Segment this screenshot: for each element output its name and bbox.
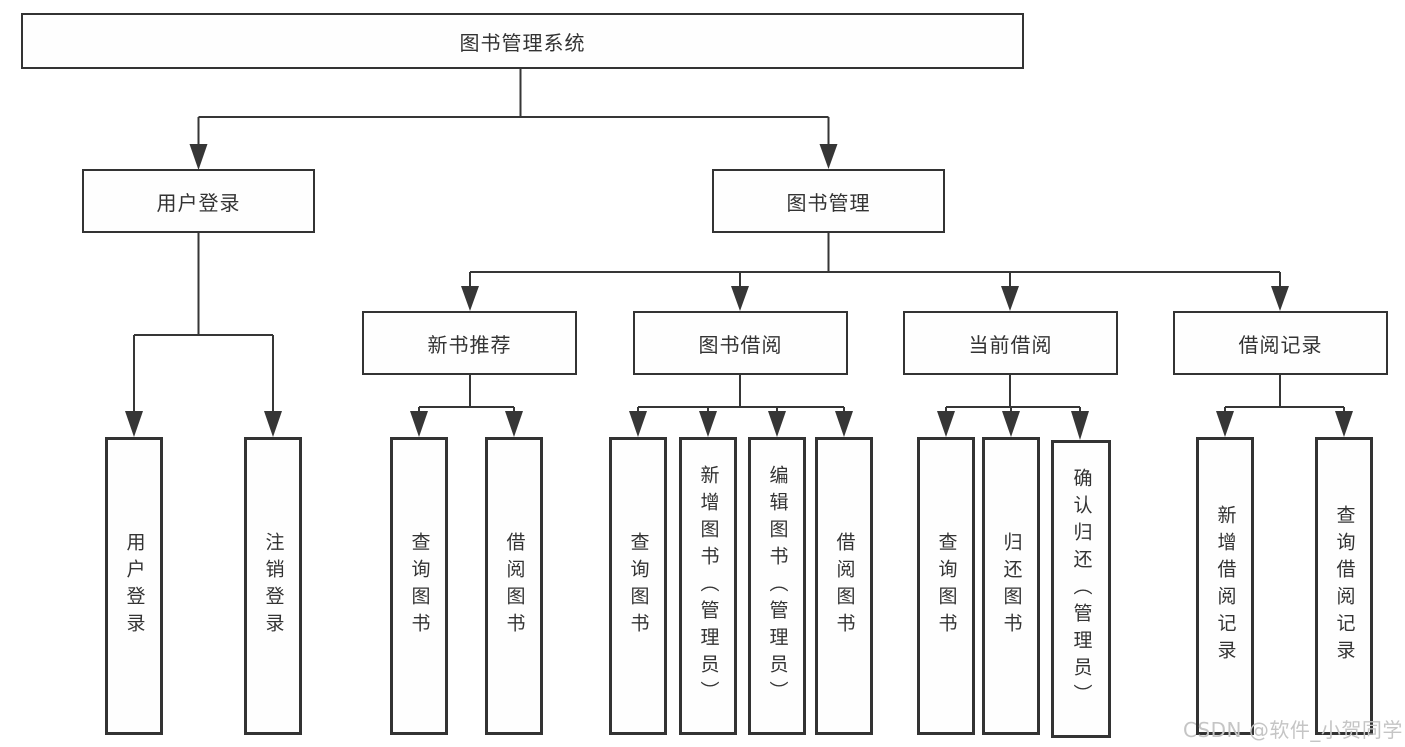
node-leaf-query-books-1: 查询图书 xyxy=(390,437,448,735)
watermark-text: CSDN @软件_小贺同学 xyxy=(1183,718,1403,742)
node-leaf-borrow-books-2: 借阅图书 xyxy=(815,437,873,735)
node-leaf-return-books-label: 归还图书 xyxy=(1000,532,1023,640)
node-leaf-query-books-1-label: 查询图书 xyxy=(408,532,431,640)
node-leaf-query-books-2-label: 查询图书 xyxy=(627,532,650,640)
node-leaf-user-login: 用户登录 xyxy=(105,437,163,735)
node-leaf-query-books-2: 查询图书 xyxy=(609,437,667,735)
node-borrowing-records-label: 借阅记录 xyxy=(1238,332,1323,357)
node-leaf-logout: 注销登录 xyxy=(244,437,302,735)
node-leaf-add-book-admin-label: 新增图书（管理员） xyxy=(697,464,720,708)
node-leaf-confirm-return-admin-label: 确认归还（管理员） xyxy=(1070,467,1093,711)
node-leaf-borrow-books-2-label: 借阅图书 xyxy=(833,532,856,640)
node-leaf-query-borrow-record-label: 查询借阅记录 xyxy=(1333,505,1356,667)
node-user-login-label: 用户登录 xyxy=(156,190,241,215)
node-leaf-borrow-books-1-label: 借阅图书 xyxy=(503,532,526,640)
node-root: 图书管理系统 xyxy=(21,13,1024,69)
node-root-label: 图书管理系统 xyxy=(459,30,586,55)
node-leaf-edit-book-admin-label: 编辑图书（管理员） xyxy=(766,464,789,708)
node-leaf-add-book-admin: 新增图书（管理员） xyxy=(679,437,737,735)
node-book-management-label: 图书管理 xyxy=(786,190,871,215)
connector-new-book-recommend-to-leaves xyxy=(410,375,523,437)
connector-user-login-to-leaves xyxy=(125,233,282,437)
node-leaf-return-books: 归还图书 xyxy=(982,437,1040,735)
connector-current-borrowing-to-leaves xyxy=(937,375,1089,440)
node-leaf-borrow-books-1: 借阅图书 xyxy=(485,437,543,735)
node-leaf-query-books-3-label: 查询图书 xyxy=(935,532,958,640)
node-leaf-user-login-label: 用户登录 xyxy=(123,532,146,640)
node-book-borrowing-label: 图书借阅 xyxy=(698,332,783,357)
node-new-book-recommend: 新书推荐 xyxy=(362,311,577,375)
connector-book-management-to-level3 xyxy=(461,233,1289,311)
node-leaf-add-borrow-record-label: 新增借阅记录 xyxy=(1214,505,1237,667)
node-leaf-confirm-return-admin: 确认归还（管理员） xyxy=(1051,440,1111,738)
node-leaf-logout-label: 注销登录 xyxy=(262,532,285,640)
node-leaf-query-borrow-record: 查询借阅记录 xyxy=(1315,437,1373,735)
node-leaf-edit-book-admin: 编辑图书（管理员） xyxy=(748,437,806,735)
connector-borrowing-records-to-leaves xyxy=(1216,375,1353,437)
node-leaf-add-borrow-record: 新增借阅记录 xyxy=(1196,437,1254,735)
node-book-management: 图书管理 xyxy=(712,169,945,233)
node-leaf-query-books-3: 查询图书 xyxy=(917,437,975,735)
connector-book-borrowing-to-leaves xyxy=(629,375,853,437)
node-current-borrowing: 当前借阅 xyxy=(903,311,1118,375)
connector-root-to-level2 xyxy=(189,67,838,170)
node-book-borrowing: 图书借阅 xyxy=(633,311,848,375)
node-user-login: 用户登录 xyxy=(82,169,315,233)
node-new-book-recommend-label: 新书推荐 xyxy=(427,332,512,357)
node-current-borrowing-label: 当前借阅 xyxy=(968,332,1053,357)
node-borrowing-records: 借阅记录 xyxy=(1173,311,1388,375)
